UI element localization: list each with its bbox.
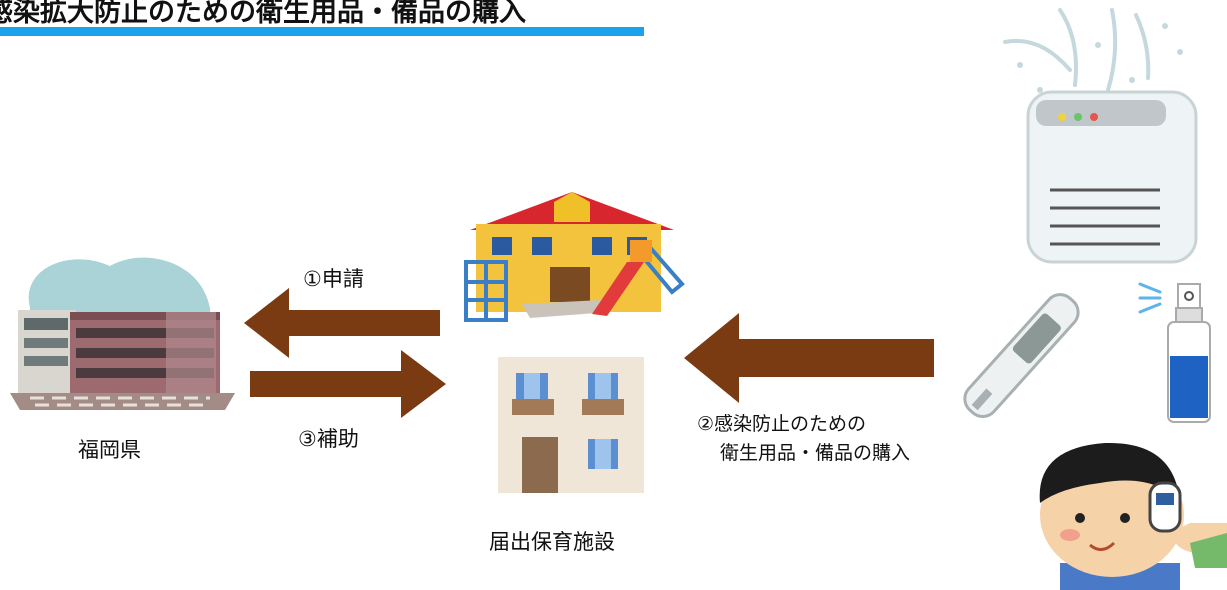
apply-arrow bbox=[244, 288, 440, 358]
purchase-flow-label-line1: ②感染防止のための bbox=[697, 413, 867, 435]
air-purifier-icon bbox=[1003, 8, 1198, 264]
subsidy-flow-label: ③補助 bbox=[298, 427, 359, 451]
thermometer-icon bbox=[963, 293, 1080, 418]
facility-label: 届出保育施設 bbox=[489, 530, 615, 554]
apply-flow-label: ①申請 bbox=[303, 267, 364, 291]
subsidy-arrow bbox=[250, 350, 446, 418]
facility-house-icon bbox=[498, 357, 644, 493]
nursery-school-icon bbox=[464, 192, 685, 322]
purchase-arrow bbox=[684, 313, 934, 403]
purchase-flow-label-line2: 衛生用品・備品の購入 bbox=[720, 442, 911, 464]
spray-bottle-icon bbox=[1138, 282, 1211, 423]
child-temperature-check-icon bbox=[1039, 442, 1227, 590]
prefecture-office-icon bbox=[10, 257, 235, 410]
page-title: 感染拡大防止のための衛生用品・備品の購入 bbox=[0, 0, 526, 28]
prefecture-label: 福岡県 bbox=[78, 438, 141, 462]
title-underline bbox=[0, 27, 644, 36]
